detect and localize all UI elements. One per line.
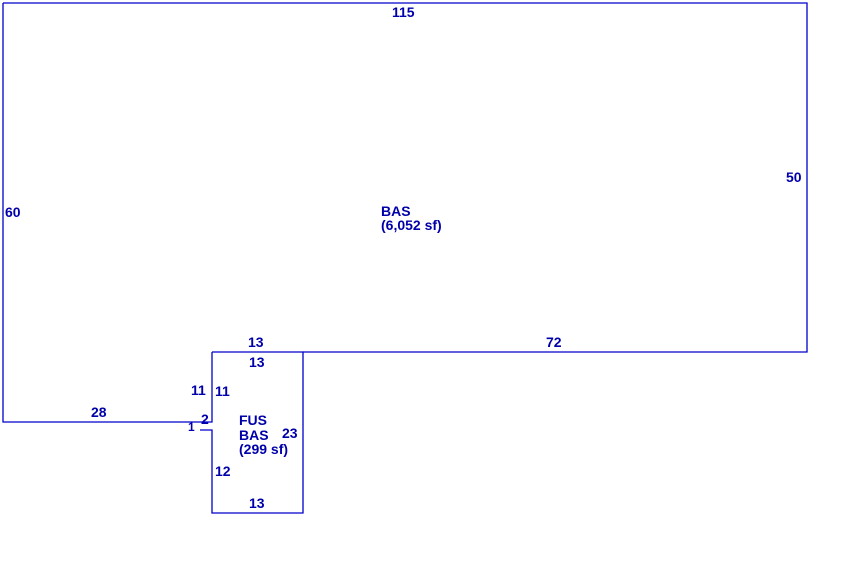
dimension-annex-left-lower: 12 [215,463,231,479]
annex-area-code-lower: BAS [239,427,269,443]
dimension-annex-top-outer: 13 [248,334,264,350]
dimension-annex-top-inner: 13 [249,354,265,370]
dimension-annex-bottom: 13 [249,495,265,511]
dimension-bottom-right: 72 [546,334,562,350]
annex-area-outline [200,351,304,514]
dimension-step: 1 [188,420,195,434]
dimension-top: 115 [392,4,415,20]
dimension-left: 60 [5,204,21,220]
dimension-annex-step: 2 [201,411,209,427]
main-area-outline [2,2,808,423]
annex-area-size: (299 sf) [239,441,288,457]
dimension-right: 50 [786,169,802,185]
main-area-code: BAS [381,203,411,219]
main-area-size: (6,052 sf) [381,217,442,233]
dimension-annex-left-outer: 11 [191,382,206,398]
annex-area-code-upper: FUS [239,412,267,428]
dimension-annex-left-inner: 11 [215,383,230,399]
dimension-annex-right: 23 [282,425,298,441]
dimension-bottom-left: 28 [91,404,107,420]
